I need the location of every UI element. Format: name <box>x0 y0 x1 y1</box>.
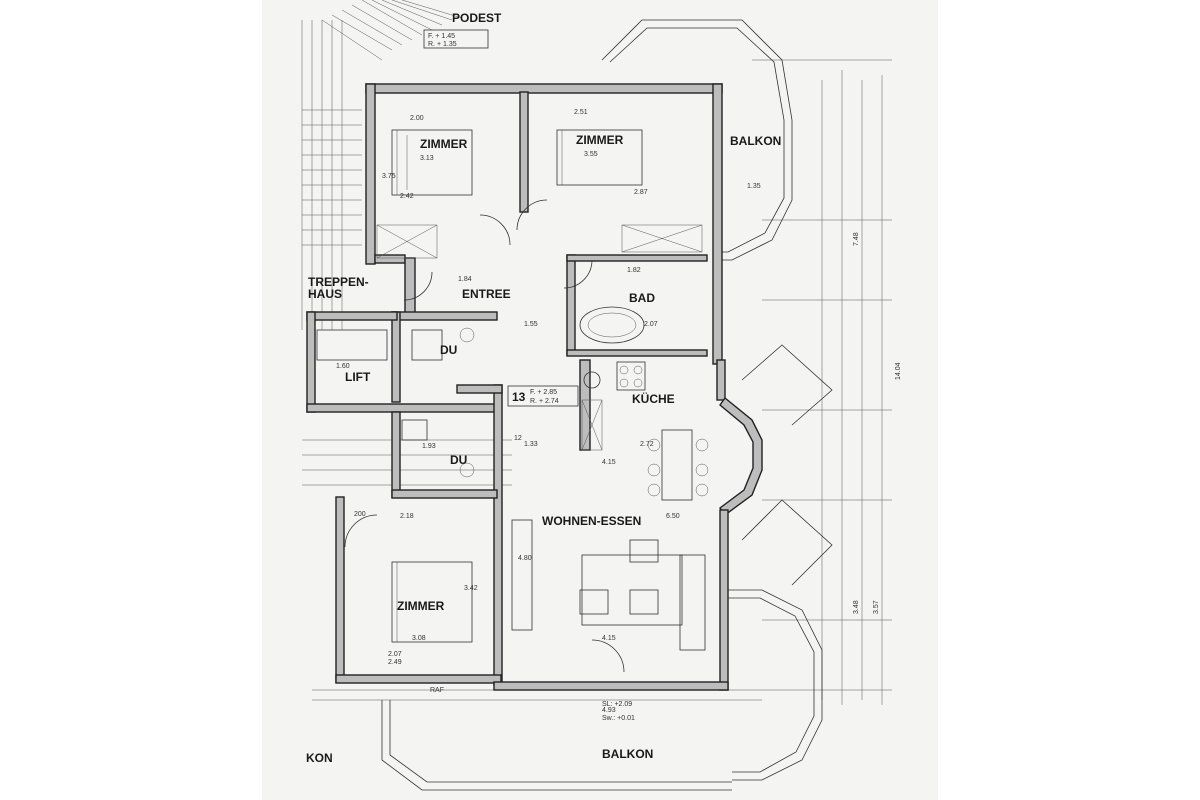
dim-zimmer1-side: 3.75 <box>382 173 396 180</box>
dim-kueche-w: 2.72 <box>640 441 654 448</box>
label-du-2: DU <box>450 453 467 467</box>
dim-zimmer3-side: 3.42 <box>464 585 478 592</box>
balcony-outlines <box>381 19 833 791</box>
label-balkon-bottom: BALKON <box>602 747 653 761</box>
dim-du2-w: 1.93 <box>422 443 436 450</box>
dim-bad-top: 1.82 <box>627 267 641 274</box>
dim-zimmer3-bottom2: 2.49 <box>388 659 402 666</box>
unit-level-box <box>507 385 579 407</box>
dim-zimmer1-top: 2.00 <box>410 115 424 122</box>
plan-sheet: PODEST ZIMMER ZIMMER BALKON TREPPEN- HAU… <box>262 0 938 800</box>
dim-kueche-mid: 1.33 <box>524 441 538 448</box>
dim-total-height: 14.04 <box>895 362 902 380</box>
podest-level-1: F. + 1.45 <box>428 33 455 40</box>
dim-wohnen-side2: 6.50 <box>666 513 680 520</box>
dim-zimmer2-w: 3.55 <box>584 151 598 158</box>
label-zimmer-1: ZIMMER <box>420 137 468 151</box>
dim-zimmer3-top: 2.18 <box>400 513 414 520</box>
dim-wall-200: 200 <box>354 511 366 518</box>
dim-sl-1: SL: +2.09 <box>602 701 632 708</box>
label-balkon-left: KON <box>306 751 333 765</box>
dim-sl-2: Sw.: +0.01 <box>602 715 635 722</box>
dim-zimmer3-bottom: 2.07 <box>388 651 402 658</box>
label-entree: ENTREE <box>462 287 511 301</box>
dim-bad-w: 2.07 <box>644 321 658 328</box>
label-treppenhaus-2: HAUS <box>308 287 342 301</box>
label-bad: BAD <box>629 291 655 305</box>
dim-wohnen-w: 4.15 <box>602 459 616 466</box>
podest-level-2: R. + 1.35 <box>428 41 457 48</box>
dim-balkon-top-w: 1.35 <box>747 183 761 190</box>
unit-level-2: R. + 2.74 <box>530 398 559 405</box>
furniture <box>316 129 709 673</box>
room-labels: PODEST ZIMMER ZIMMER BALKON TREPPEN- HAU… <box>306 11 781 765</box>
dim-zimmer2-top: 2.51 <box>574 109 588 116</box>
level-boxes: F. + 1.45 R. + 1.35 13 F. + 2.85 R. + 2.… <box>428 33 579 407</box>
dim-outer-3: 3.48 <box>853 600 860 614</box>
dim-balkon-bottom-w: 4.93 <box>602 707 616 714</box>
dim-outer-2: 3.57 <box>873 600 880 614</box>
dim-wohnen-side: 4.80 <box>518 555 532 562</box>
dim-zimmer1-w: 3.13 <box>420 155 434 162</box>
dim-outer-1: 7.48 <box>853 232 860 246</box>
dim-zimmer2-bottom: 2.87 <box>634 189 648 196</box>
dim-entree-mid: 1.55 <box>524 321 538 328</box>
dim-entree-w: 1.84 <box>458 276 472 283</box>
label-podest: PODEST <box>452 11 502 25</box>
unit-number: 13 <box>512 390 526 404</box>
floor-plan: PODEST ZIMMER ZIMMER BALKON TREPPEN- HAU… <box>301 0 902 791</box>
label-zimmer-2: ZIMMER <box>576 133 624 147</box>
label-treppenhaus-1: TREPPEN- <box>308 275 369 289</box>
unit-level-1: F. + 2.85 <box>530 389 557 396</box>
dimension-labels: 3.13 2.00 3.75 2.42 3.55 2.51 2.87 1.35 … <box>336 109 902 722</box>
label-lift: LIFT <box>345 370 371 384</box>
walls <box>306 83 763 691</box>
staircase-hatch <box>301 0 489 330</box>
label-kueche: KÜCHE <box>632 391 675 406</box>
label-zimmer-3: ZIMMER <box>397 599 445 613</box>
label-du-1: DU <box>440 343 457 357</box>
dim-zimmer1-bottom: 2.42 <box>400 193 414 200</box>
dim-wohnen-bottom: 4.15 <box>602 635 616 642</box>
label-balkon-top: BALKON <box>730 134 781 148</box>
label-wohnen-essen: WOHNEN-ESSEN <box>542 514 641 528</box>
dim-lift-w: 1.60 <box>336 363 350 370</box>
dim-wall-12: 12 <box>514 435 522 442</box>
dim-zimmer3-w: 3.08 <box>412 635 426 642</box>
dim-raf: RAF <box>430 687 444 694</box>
